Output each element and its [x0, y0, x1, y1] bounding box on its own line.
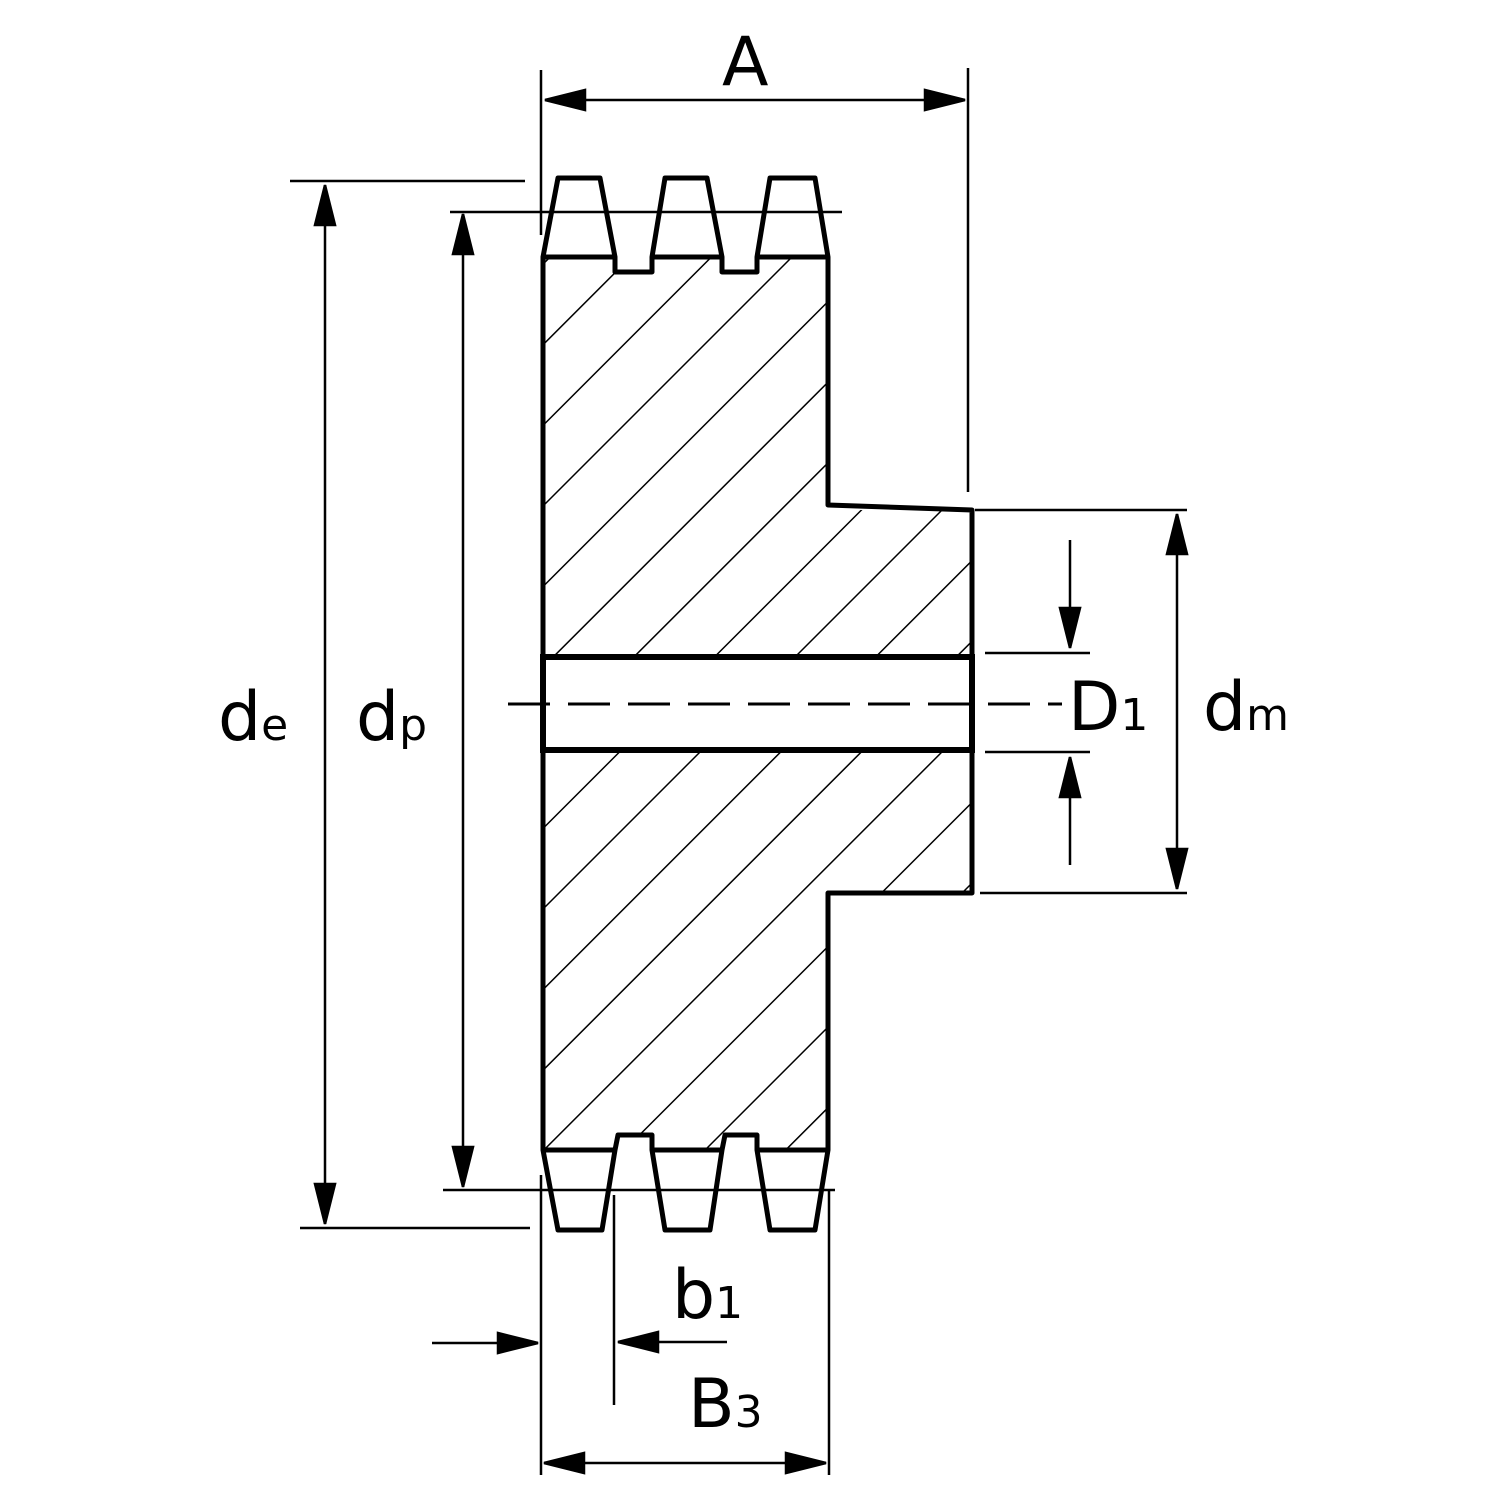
dimension-lines	[313, 88, 1189, 1475]
label-dp: dp	[356, 678, 427, 757]
label-D1: D1	[1068, 668, 1148, 747]
bottom-teeth	[540, 1132, 831, 1233]
label-de: de	[218, 678, 288, 757]
label-dm: dm	[1203, 668, 1289, 747]
label-b1: b1	[672, 1256, 743, 1335]
label-A: A	[722, 23, 769, 102]
top-teeth	[540, 175, 831, 275]
extension-lines	[290, 68, 1187, 1475]
sprocket-body	[540, 257, 975, 1150]
label-B3: B3	[688, 1365, 763, 1444]
